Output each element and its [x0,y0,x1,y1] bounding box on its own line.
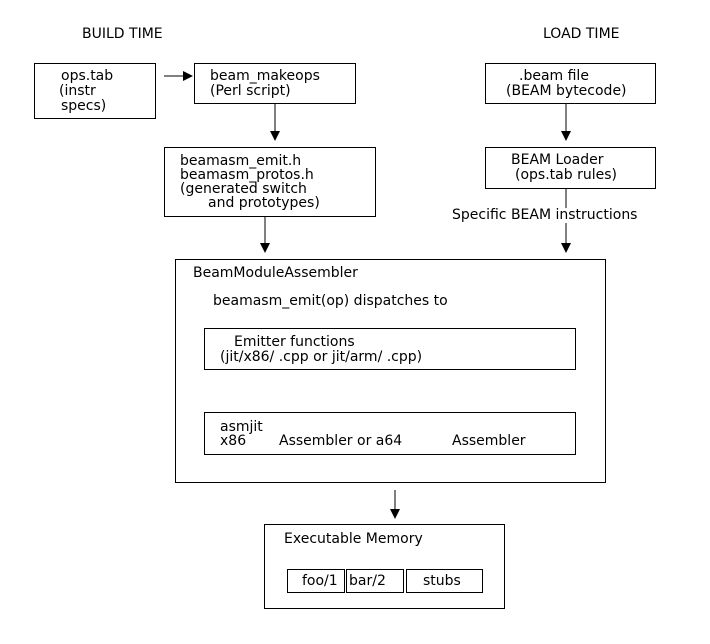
generated-headers-box: beamasm_emit.h beamasm_protos.h (generat… [164,147,376,217]
generated-line3: (generated switch [180,181,307,197]
assembler-title: BeamModuleAssembler [193,265,358,281]
memory-cell-bar: bar/2 [346,569,404,593]
memory-cell-stubs: stubs [406,569,483,593]
ops-tab-box: ops.tab (instr specs) [34,63,156,119]
beam-loader-line1: BEAM Loader [511,152,604,168]
asmjit-x86-label: x86 [220,433,247,449]
beam-loader-line2: (ops.tab rules) [515,167,617,183]
asmjit-assembler-or-a64: Assembler or a64 [279,433,403,449]
ops-tab-line2: (instr [59,83,96,99]
asmjit-box: asmjit x86 Assembler or a64 Assembler [204,412,576,455]
beam-file-box: .beam file (BEAM bytecode) [485,63,656,104]
executable-memory-box: Executable Memory [264,524,505,609]
generated-line4: and prototypes) [208,195,320,211]
memory-cell-bar-label: bar/2 [349,573,386,589]
beam-loader-box: BEAM Loader (ops.tab rules) [485,147,656,189]
memory-cell-stubs-label: stubs [423,573,461,589]
memory-cell-foo: foo/1 [287,569,345,593]
asmjit-assembler-label: Assembler [452,433,526,449]
memory-cell-foo-label: foo/1 [302,573,338,589]
generated-line2: beamasm_protos.h [180,167,314,183]
ops-tab-line3: specs) [61,98,107,114]
beam-makeops-line1: beam_makeops [210,68,320,84]
beam-file-line1: .beam file [519,68,589,84]
emitter-line1: Emitter functions [234,334,355,350]
load-time-header: LOAD TIME [543,26,620,42]
beam-file-line2: (BEAM bytecode) [506,83,627,99]
asmjit-line1: asmjit [220,419,263,435]
build-time-header: BUILD TIME [82,26,163,42]
beam-makeops-line2: (Perl script) [210,83,291,99]
ops-tab-line1: ops.tab [61,68,114,84]
memory-title: Executable Memory [284,531,423,547]
beam-makeops-box: beam_makeops (Perl script) [194,63,356,104]
edge-label-specific-instructions: Specific BEAM instructions [452,207,638,223]
emitter-functions-box: Emitter functions (jit/x86/ .cpp or jit/… [204,328,576,370]
assembler-dispatch-text: beamasm_emit(op) dispatches to [213,293,448,309]
emitter-line2: (jit/x86/ .cpp or jit/arm/ .cpp) [220,349,423,365]
generated-line1: beamasm_emit.h [180,153,302,169]
